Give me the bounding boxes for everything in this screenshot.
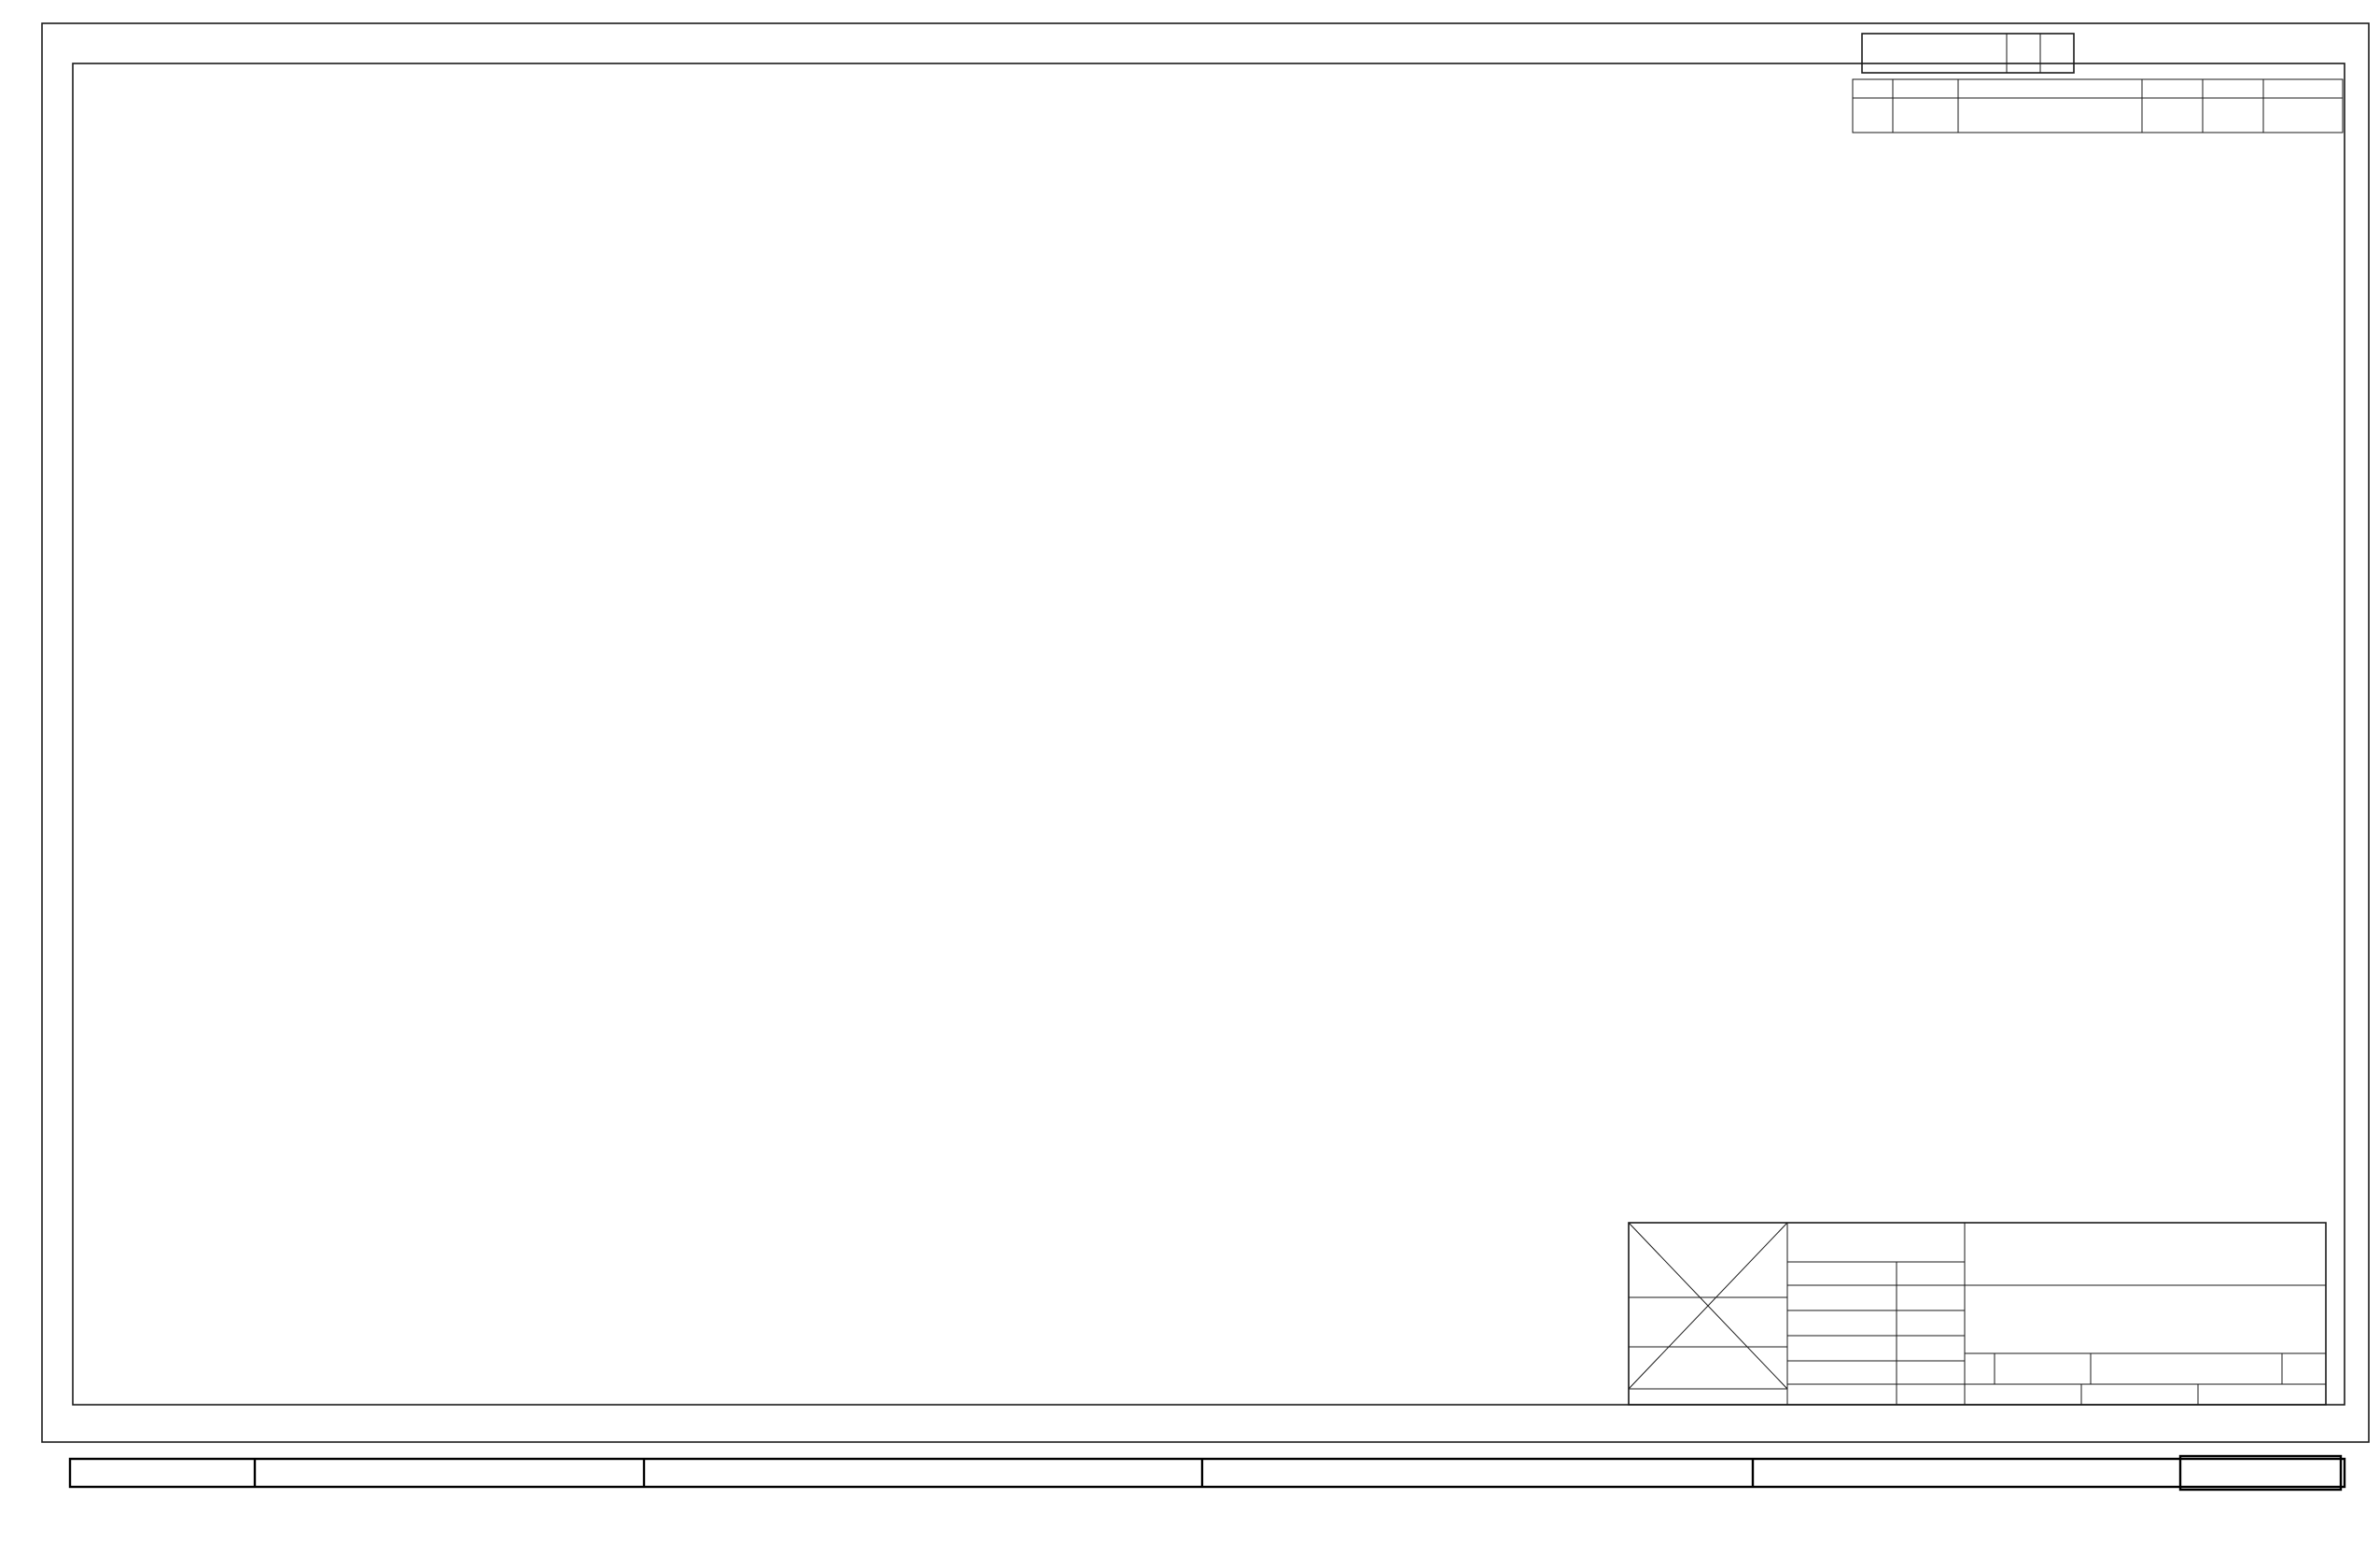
sheet-frame (41, 22, 2370, 1443)
footer-strip (68, 1454, 2346, 1492)
dwg-number-block (1861, 33, 2075, 74)
title-block (1628, 1222, 2327, 1406)
revision-table (1852, 78, 2344, 133)
